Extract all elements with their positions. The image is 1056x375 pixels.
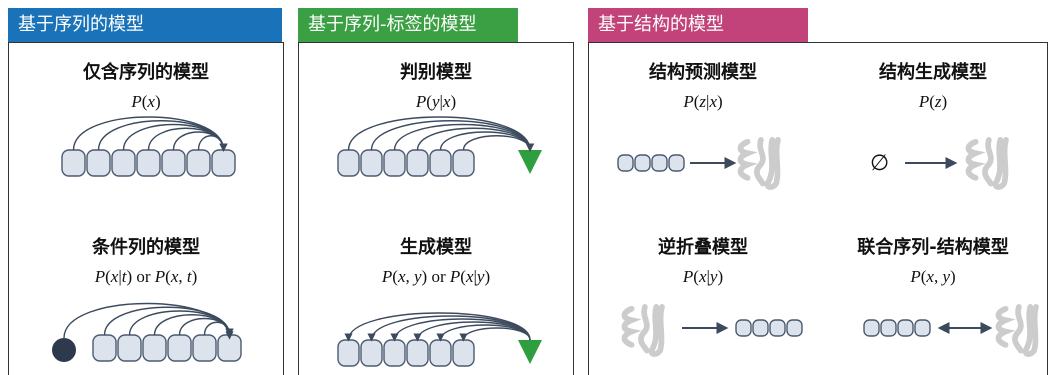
empty-set-symbol: ∅ — [870, 151, 890, 176]
title-joint-sequence-structure: 联合序列-结构模型 — [857, 237, 1009, 258]
sequence-block — [86, 149, 111, 177]
formula-p-x-given-y: P(x|y) — [682, 267, 724, 286]
sequence-block — [406, 339, 429, 367]
condition-dot — [52, 338, 76, 362]
sequence-block — [186, 149, 211, 177]
sequence-block — [429, 339, 452, 367]
sequence-block — [383, 339, 406, 367]
sequence-block — [634, 154, 651, 172]
autoregressive-arrow — [72, 116, 228, 152]
label-triangle — [518, 150, 542, 174]
formula-p-x-given-t-or-p-x-t: P(x|t) or P(x, t) — [94, 267, 198, 286]
sequence-block — [651, 154, 668, 172]
sequence-block — [786, 319, 803, 337]
title-inverse-folding: 逆折叠模型 — [658, 237, 748, 258]
sequence-block — [192, 334, 217, 362]
sequence-block — [769, 319, 786, 337]
sequence-block — [337, 339, 360, 367]
formula-p-x-y-or-p-x-given-y: P(x, y) or P(x|y) — [381, 267, 491, 286]
protein-structure-icon — [621, 304, 665, 357]
formula-p-z: P(z) — [918, 92, 948, 111]
panel-structure-models — [588, 42, 1048, 375]
sequence-block — [617, 154, 634, 172]
panel-sequence-label-models — [298, 42, 574, 375]
autoregressive-arrow — [197, 135, 228, 152]
sequence-block — [668, 154, 685, 172]
protein-structure-icon — [995, 304, 1039, 357]
formula-p-z-given-x: P(z|x) — [683, 92, 723, 111]
sequence-block — [383, 149, 406, 177]
sequence-block — [429, 149, 452, 177]
title-structure-generation: 结构生成模型 — [879, 62, 987, 83]
label-triangle — [518, 340, 542, 364]
sequence-block — [452, 339, 475, 367]
title-discriminative: 判别模型 — [400, 62, 472, 83]
protein-structure-icon — [965, 137, 1009, 190]
title-conditional: 条件列的模型 — [92, 237, 200, 258]
formula-p-x: P(x) — [131, 92, 161, 111]
header-structure-models: 基于结构的模型 — [588, 8, 808, 42]
sequence-block — [752, 319, 769, 337]
sequence-block — [92, 334, 117, 362]
sequence-block — [117, 334, 142, 362]
sequence-block — [161, 149, 186, 177]
title-structure-prediction: 结构预测模型 — [649, 62, 757, 83]
title-generative: 生成模型 — [400, 237, 472, 258]
sequence-block — [337, 149, 360, 177]
sequence-block — [360, 149, 383, 177]
sequence-block — [914, 319, 931, 337]
sequence-block — [217, 334, 242, 362]
generation-arrow — [459, 327, 531, 342]
sequence-block — [735, 319, 752, 337]
title-sequence-only: 仅含序列的模型 — [83, 62, 209, 83]
header-sequence-models: 基于序列的模型 — [8, 8, 282, 42]
sequence-block — [111, 149, 136, 177]
label-arrow — [462, 135, 535, 152]
panel-sequence-models — [8, 42, 284, 375]
sequence-block — [142, 334, 167, 362]
sequence-block — [452, 149, 475, 177]
header-sequence-label-models: 基于序列-标签的模型 — [298, 8, 518, 42]
sequence-block — [136, 149, 161, 177]
sequence-block — [897, 319, 914, 337]
sequence-block — [61, 149, 86, 177]
formula-p-x-y: P(x, y) — [910, 267, 956, 286]
sequence-block — [167, 334, 192, 362]
sequence-block — [406, 149, 429, 177]
formula-p-y-given-x: P(y|x) — [415, 92, 457, 111]
sequence-block — [360, 339, 383, 367]
sequence-block — [211, 149, 236, 177]
sequence-block — [863, 319, 880, 337]
autoregressive-arrow — [203, 321, 234, 337]
sequence-block — [880, 319, 897, 337]
protein-structure-icon — [737, 137, 781, 190]
